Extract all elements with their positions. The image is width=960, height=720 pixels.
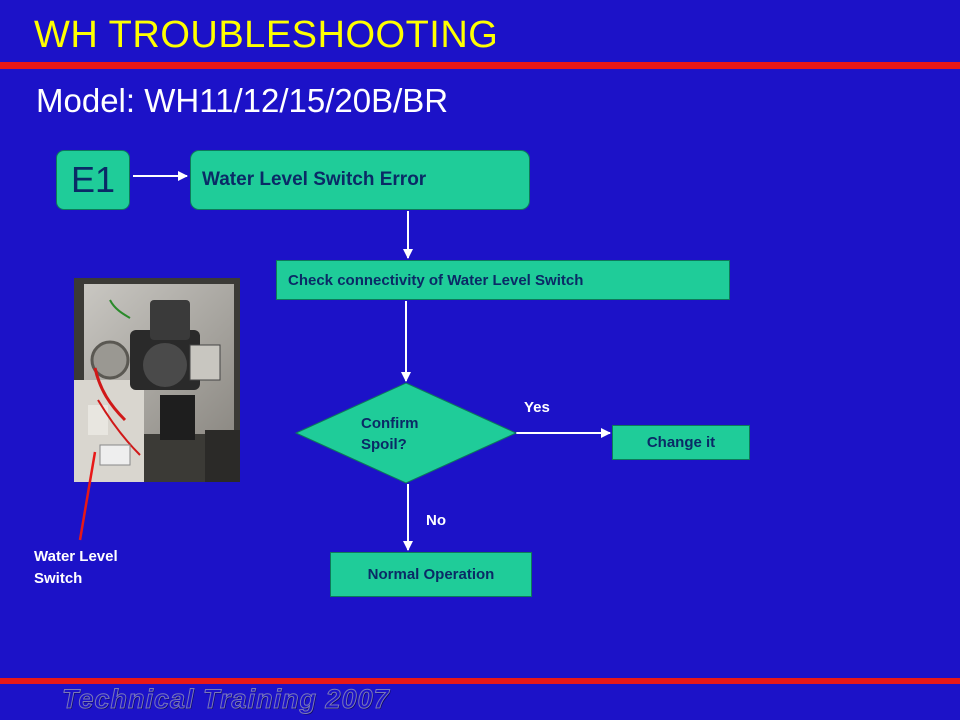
check-step-box: Check connectivity of Water Level Switch (276, 260, 730, 300)
error-code-box: E1 (56, 150, 130, 210)
decision-line-2: Spoil? (361, 436, 407, 453)
photo-caption: Water Level Switch (34, 546, 118, 590)
change-it-box: Change it (612, 425, 750, 460)
model-subtitle: Model: WH11/12/15/20B/BR (36, 82, 449, 119)
no-label: No (426, 512, 446, 529)
decision-diamond (294, 382, 518, 484)
photo-caption-line-1: Water Level (34, 548, 118, 565)
normal-operation-box: Normal Operation (330, 552, 532, 597)
error-name-box: Water Level Switch Error (190, 150, 530, 210)
slide-title: WH TROUBLESHOOTING (34, 14, 499, 56)
photo-pointer-line (78, 451, 97, 541)
decision-label: Confirm Spoil? (361, 413, 419, 455)
footer-rule (0, 678, 960, 684)
yes-label: Yes (524, 399, 550, 416)
photo-caption-line-2: Switch (34, 570, 83, 587)
footer-text: Technical Training 2007 (62, 684, 390, 715)
decision-line-1: Confirm (361, 415, 419, 432)
water-level-switch-photo (74, 278, 240, 482)
title-underline (0, 62, 960, 69)
